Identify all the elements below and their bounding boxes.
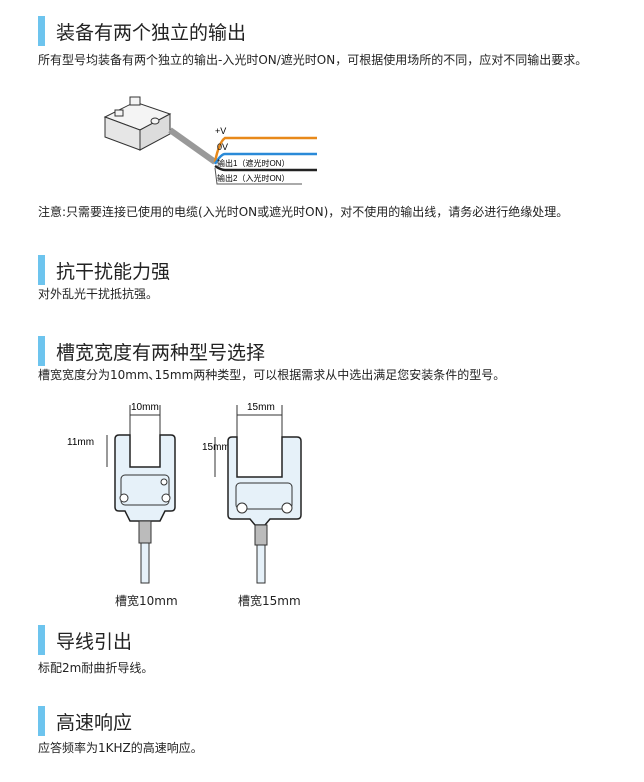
heading-text: 抗干扰能力强 [56,260,171,283]
model-caption: 槽宽10mm [115,594,178,608]
accent-bar [38,255,45,285]
heading-text: 高速响应 [56,711,133,734]
accent-bar [38,336,45,366]
slot-width-description: 槽宽宽度分为10mm､15mm两种类型，可以根据需求从中选出满足您安装条件的型号… [38,368,506,382]
model-caption: 槽宽15mm [238,594,301,608]
heading-text: 导线引出 [56,630,133,653]
slot-15mm-diagram: 15mm 15mm [202,402,302,584]
width-label: 15mm [247,402,275,413]
lead-wire-description: 标配2m耐曲折导线。 [38,661,154,675]
slot-10mm-diagram: 10mm 11mm [67,402,176,584]
section-heading-slot-width: 槽宽宽度有两种型号选择 [38,336,265,366]
wire-label: +V [215,126,226,136]
wiring-diagram: +V 0V 输出1（遮光时ON） 输出2（入光时ON） [103,96,317,185]
outputs-description: 所有型号均装备有两个独立的输出-入光时ON/遮光时ON，可根据使用场所的不同，应… [38,53,588,67]
accent-bar [38,625,45,655]
sensor-illustration [103,96,172,151]
depth-label: 11mm [67,437,94,448]
accent-bar [38,16,45,46]
section-heading-outputs: 装备有两个独立的输出 [38,16,246,46]
accent-bar [38,706,45,736]
outputs-note: 注意:只需要连接已使用的电缆(入光时ON或遮光时ON)，对不使用的输出线，请务必… [38,205,569,219]
section-heading-lead-wire: 导线引出 [38,625,132,655]
wire-label: 0V [217,142,228,152]
wire-label: 输出1（遮光时ON） [217,158,289,168]
section-heading-interference: 抗干扰能力强 [38,255,170,285]
wire-label: 输出2（入光时ON） [217,173,289,183]
heading-text: 槽宽宽度有两种型号选择 [56,341,266,364]
interference-description: 对外乱光干扰抵抗强。 [38,287,159,301]
depth-label: 15mm [202,442,230,453]
response-description: 应答频率为1KHZ的高速响应。 [38,741,203,755]
heading-text: 装备有两个独立的输出 [56,21,247,44]
width-label: 10mm [131,402,159,413]
section-heading-response: 高速响应 [38,706,132,736]
